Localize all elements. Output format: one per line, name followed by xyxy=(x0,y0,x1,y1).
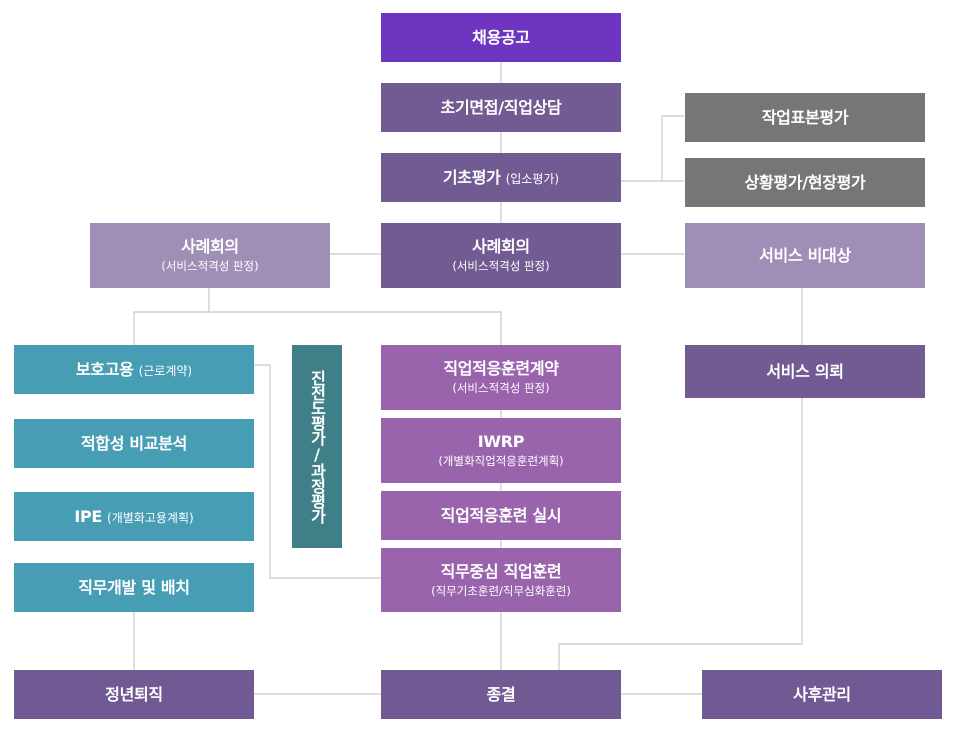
node-sublabel: (서비스적격성 판정) xyxy=(452,381,550,395)
node-sublabel: (서비스적격성 판정) xyxy=(161,259,259,273)
node-label: 작업표본평가 xyxy=(761,107,849,127)
node-label: IPE xyxy=(74,506,103,526)
progress-evaluation-node: 진전도평가/과정평가 xyxy=(292,345,342,548)
node-label: 보호고용 xyxy=(75,359,134,379)
adaptation-training-node: 직업적응훈련 실시 xyxy=(381,491,621,540)
ipe-node: IPE (개별화고용계획) xyxy=(14,492,254,541)
node-sublabel: (근로계약) xyxy=(138,363,193,378)
job-development-node: 직무개발 및 배치 xyxy=(14,563,254,612)
termination-node: 종결 xyxy=(381,670,621,719)
node-label: 적합성 비교분석 xyxy=(80,433,188,453)
node-sublabel: (서비스적격성 판정) xyxy=(452,259,550,273)
node-label: 사례회의 xyxy=(181,237,239,256)
connector xyxy=(133,311,502,345)
case-conference-center-node: 사례회의 (서비스적격성 판정) xyxy=(381,223,621,288)
node-label: 종결 xyxy=(486,684,516,704)
node-label: IWRP xyxy=(477,432,525,451)
node-label: 서비스 비대상 xyxy=(759,245,851,265)
not-eligible-node: 서비스 비대상 xyxy=(685,223,925,288)
connector xyxy=(254,364,381,579)
node-label: 초기면접/직업상담 xyxy=(440,97,562,117)
node-label: 직업적응훈련 실시 xyxy=(440,505,562,525)
suitability-analysis-node: 적합성 비교분석 xyxy=(14,419,254,468)
situational-eval-node: 상황평가/현장평가 xyxy=(685,158,925,207)
node-label: 직무중심 직업훈련 xyxy=(440,561,562,581)
node-sublabel: (입소평가) xyxy=(505,171,560,186)
node-label: 진전도평가/과정평가 xyxy=(307,370,327,523)
retirement-node: 정년퇴직 xyxy=(14,670,254,719)
node-label: 직무개발 및 배치 xyxy=(78,577,190,597)
node-label: 서비스 의뢰 xyxy=(766,361,844,381)
node-sublabel: (개별화직업적응훈련계획) xyxy=(438,454,564,468)
node-label: 기초평가 xyxy=(442,167,501,187)
basic-evaluation-node: 기초평가 (입소평가) xyxy=(381,153,621,202)
node-label: 상황평가/현장평가 xyxy=(744,172,866,192)
job-sample-eval-node: 작업표본평가 xyxy=(685,93,925,142)
adaptation-contract-node: 직업적응훈련계약 (서비스적격성 판정) xyxy=(381,345,621,410)
case-conference-left-node: 사례회의 (서비스적격성 판정) xyxy=(90,223,330,288)
node-label: 사례회의 xyxy=(472,237,530,256)
service-referral-node: 서비스 의뢰 xyxy=(685,345,925,398)
connector xyxy=(621,115,684,182)
node-sublabel: (직무기초훈련/직무심화훈련) xyxy=(431,583,571,598)
initial-interview-node: 초기면접/직업상담 xyxy=(381,83,621,132)
node-label: 정년퇴직 xyxy=(105,684,163,704)
recruitment-node: 채용공고 xyxy=(381,13,621,62)
job-training-node: 직무중심 직업훈련 (직무기초훈련/직무심화훈련) xyxy=(381,548,621,612)
node-label: 채용공고 xyxy=(472,27,530,47)
protected-employment-node: 보호고용 (근로계약) xyxy=(14,345,254,394)
connector xyxy=(558,398,803,670)
node-sublabel: (개별화고용계획) xyxy=(107,510,194,525)
node-label: 사후관리 xyxy=(793,684,851,704)
followup-node: 사후관리 xyxy=(702,670,942,719)
node-label: 직업적응훈련계약 xyxy=(443,359,559,378)
iwrp-node: IWRP (개별화직업적응훈련계획) xyxy=(381,418,621,483)
